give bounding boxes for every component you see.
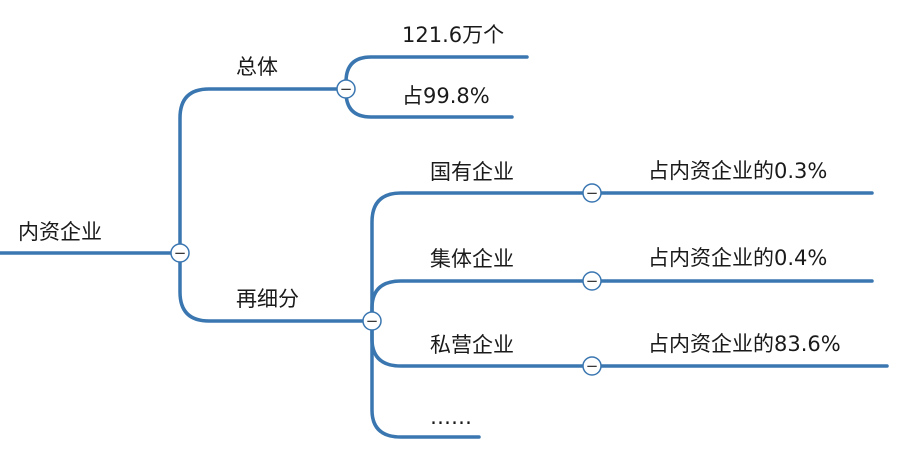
node-guoyou-label[interactable]: 国有企业 bbox=[430, 160, 514, 184]
mindmap-edges bbox=[0, 55, 889, 439]
collapse-toggle-zongti[interactable]: − bbox=[336, 79, 356, 99]
collapse-symbol: − bbox=[366, 312, 379, 330]
edge-root-to-zaixifen bbox=[178, 251, 374, 323]
collapse-symbol: − bbox=[586, 184, 599, 202]
detail-siying-label[interactable]: 占内资企业的83.6% bbox=[648, 332, 841, 356]
detail-guoyou-label[interactable]: 占内资企业的0.3% bbox=[648, 159, 828, 183]
collapse-toggle-guoyou[interactable]: − bbox=[582, 183, 602, 203]
branch-zaixifen-label[interactable]: 再细分 bbox=[236, 287, 299, 311]
detail-jiti-label[interactable]: 占内资企业的0.4% bbox=[648, 246, 828, 270]
edge-zaixifen-to-jiti bbox=[370, 279, 594, 323]
node-more-label[interactable]: …… bbox=[430, 405, 472, 429]
root-node-label[interactable]: 内资企业 bbox=[18, 220, 102, 244]
edge-zaixifen-to-guoyou bbox=[370, 191, 594, 323]
collapse-toggles: − − − − − − bbox=[170, 79, 602, 376]
edge-zaixifen-to-more bbox=[370, 319, 481, 439]
branch-zongti-label[interactable]: 总体 bbox=[236, 55, 278, 79]
node-siying-label[interactable]: 私营企业 bbox=[430, 333, 514, 357]
edge-root-to-zongti bbox=[178, 87, 348, 255]
collapse-symbol: − bbox=[174, 244, 187, 262]
collapse-symbol: − bbox=[586, 357, 599, 375]
collapse-toggle-jiti[interactable]: − bbox=[582, 271, 602, 291]
node-jiti-label[interactable]: 集体企业 bbox=[430, 247, 514, 271]
leaf-count-label[interactable]: 121.6万个 bbox=[402, 23, 505, 47]
collapse-toggle-root[interactable]: − bbox=[170, 243, 190, 263]
collapse-toggle-siying[interactable]: − bbox=[582, 356, 602, 376]
collapse-symbol: − bbox=[340, 80, 353, 98]
collapse-toggle-zaixifen[interactable]: − bbox=[362, 311, 382, 331]
leaf-share-label[interactable]: 占99.8% bbox=[402, 84, 490, 108]
collapse-symbol: − bbox=[586, 272, 599, 290]
